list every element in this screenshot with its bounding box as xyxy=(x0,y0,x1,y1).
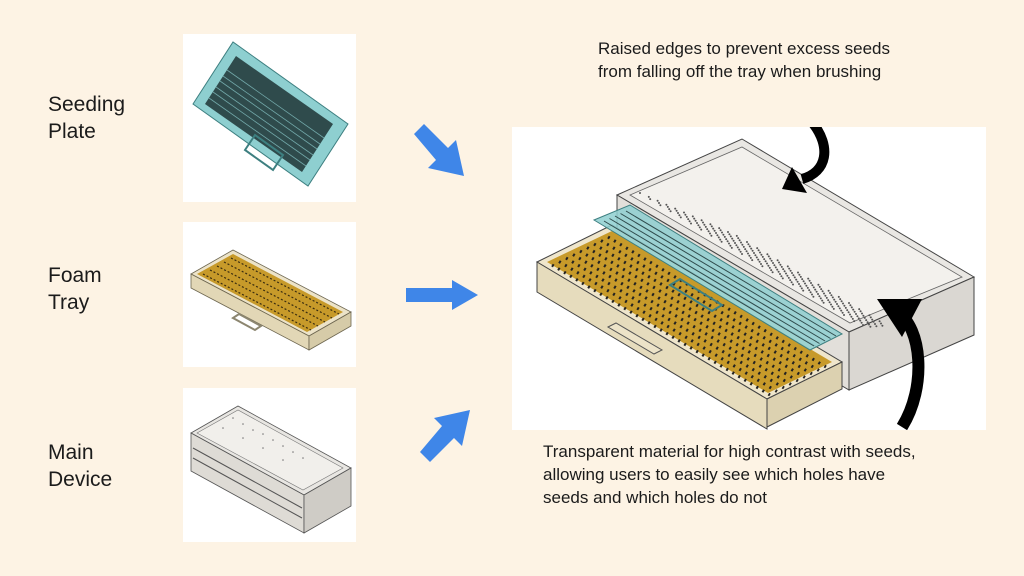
annotation-line: Transparent material for high contrast w… xyxy=(543,442,916,461)
main-device-label: Main Device xyxy=(48,439,112,493)
arrow-up-right-icon xyxy=(416,404,476,466)
label-line: Main xyxy=(48,441,94,464)
main-device-image xyxy=(183,388,356,542)
annotation-line: Raised edges to prevent excess seeds xyxy=(598,39,891,58)
annotation-line: from falling off the tray when brushing xyxy=(598,62,882,81)
label-line: Plate xyxy=(48,120,96,143)
seeding-plate-image xyxy=(183,34,356,202)
label-line: Device xyxy=(48,468,113,491)
foam-tray-label: Foam Tray xyxy=(48,262,102,316)
transparent-material-annotation: Transparent material for high contrast w… xyxy=(543,440,916,509)
arrow-down-right-icon xyxy=(410,120,470,182)
assembled-device-image xyxy=(512,127,986,430)
annotation-line: seeds and which holes do not xyxy=(543,488,767,507)
label-line: Tray xyxy=(48,291,90,314)
annotation-line: allowing users to easily see which holes… xyxy=(543,465,886,484)
label-line: Foam xyxy=(48,264,102,287)
seeding-plate-label: Seeding Plate xyxy=(48,91,125,145)
foam-tray-image xyxy=(183,222,356,367)
raised-edges-annotation: Raised edges to prevent excess seeds fro… xyxy=(598,37,890,83)
label-line: Seeding xyxy=(48,93,126,116)
arrow-right-icon xyxy=(404,278,480,312)
